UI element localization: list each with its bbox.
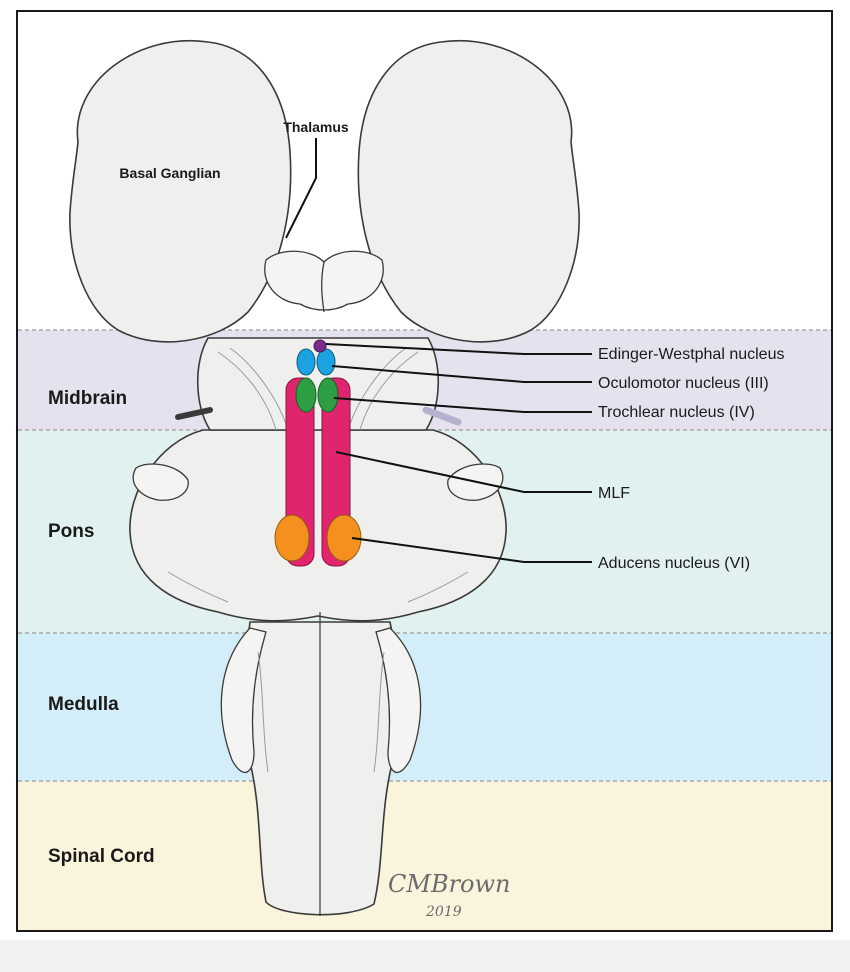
thalamus-shape [264,250,384,311]
medulla-right-olive [375,627,422,774]
nuclei [274,339,362,567]
leader-aducens [351,537,592,563]
spinal-cord-shape [241,621,401,916]
leader-trochlear [333,397,592,413]
brainstem-anatomy [69,39,580,916]
structure-labels: Thalamus Basal Ganglian [119,119,348,181]
leader-thalamus [285,138,317,239]
callout-labels: Edinger-Westphal nucleus Oculomotor nucl… [598,346,784,572]
basal-ganglia-label: Basal Ganglian [119,165,220,181]
callout-edinger-westphal: Edinger-Westphal nucleus [598,346,784,363]
region-label-medulla: Medulla [48,694,119,715]
region-labels: Midbrain Pons Medulla Spinal Cord [48,388,155,867]
brainstem-figure: Thalamus Basal Ganglian Edinger-Westphal… [16,10,833,932]
leader-lines [285,138,592,563]
aducens-nucleus-right [326,514,362,562]
callout-oculomotor: Oculomotor nucleus (III) [598,375,769,392]
callout-mlf: MLF [598,485,630,502]
third-ventricle [321,261,325,313]
medulla-left-olive [220,627,267,774]
right-hemisphere [357,39,580,343]
svg-text:CMBrown: CMBrown [388,870,511,898]
band-medulla [18,633,831,781]
oculomotor-nucleus-right [316,348,336,376]
artist-signature: CMBrown 2019 [388,870,511,920]
fiber-lines [167,347,469,773]
svg-text:2019: 2019 [425,904,462,920]
region-label-midbrain: Midbrain [48,388,127,409]
edinger-westphal-nucleus [313,339,327,353]
leader-edinger-westphal [325,343,592,355]
leader-oculomotor [331,365,592,383]
midbrain-shape [196,337,440,431]
midbrain-right-nerve [422,406,462,426]
footer-bar [0,940,850,972]
thalamus-label: Thalamus [283,119,349,135]
left-hemisphere [69,39,292,343]
midbrain-left-nerve [175,407,213,420]
brainstem-diagram: Thalamus Basal Ganglian Edinger-Westphal… [18,39,831,930]
callout-trochlear: Trochlear nucleus (IV) [598,404,755,421]
callout-aducens: Aducens nucleus (VI) [598,555,750,572]
pons-left-peduncle [132,463,189,501]
aducens-nucleus-left [274,514,310,562]
region-label-spinal-cord: Spinal Cord [48,846,155,867]
trochlear-nucleus-right [317,377,339,413]
pons-shape [129,429,507,622]
region-label-pons: Pons [48,521,94,542]
band-spinal-cord [18,781,831,930]
leader-mlf [335,451,592,493]
trochlear-nucleus-left [295,377,317,413]
oculomotor-nucleus-left [296,348,316,376]
